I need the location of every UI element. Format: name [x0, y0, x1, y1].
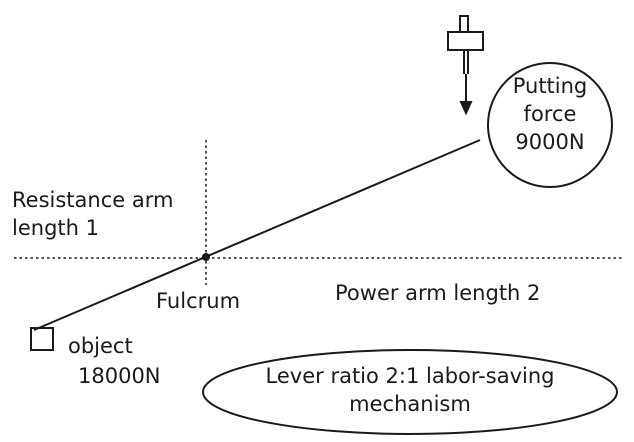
- putting-force-label: Putting force 9000N: [500, 72, 600, 156]
- ratio-ellipse: [202, 349, 618, 435]
- resistance-arm-line1: Resistance arm: [12, 188, 174, 212]
- putting-force-line1: Putting: [512, 74, 588, 98]
- fulcrum-point: [202, 253, 210, 261]
- putting-force-line2: force: [523, 102, 577, 126]
- putting-force-line3: 9000N: [515, 130, 585, 154]
- fulcrum-label: Fulcrum: [156, 289, 241, 313]
- press-actuator-icon: [447, 15, 484, 116]
- ratio-label: Lever ratio 2:1 labor-saving mechanism: [213, 362, 607, 418]
- object-box: [30, 327, 54, 351]
- resistance-arm-label: Resistance arm length 1: [12, 186, 173, 242]
- object-label-line2: 18000N: [78, 364, 161, 388]
- lever-bar: [33, 139, 481, 331]
- power-arm-label: Power arm length 2: [335, 281, 541, 305]
- force-circle: [487, 62, 613, 188]
- ratio-line1: Lever ratio 2:1 labor-saving: [265, 364, 555, 388]
- object-label-line1: object: [68, 334, 133, 358]
- ratio-line2: mechanism: [349, 392, 471, 416]
- resistance-arm-line2: length 1: [12, 216, 99, 240]
